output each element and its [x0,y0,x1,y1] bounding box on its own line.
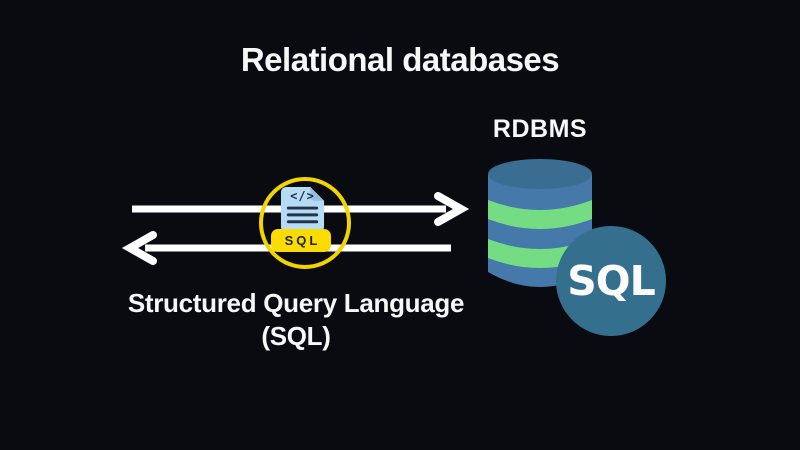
caption-line1: Structured Query Language [127,288,465,318]
rdbms-label: RDBMS [492,115,588,143]
caption: Structured Query Language (SQL) [96,287,496,352]
page-title: Relational databases [240,41,560,78]
highlight-ring-icon [259,177,351,269]
sql-coin-label: SQL [567,257,656,305]
caption-line2: (SQL) [261,320,331,351]
sql-coin-badge: SQL [556,226,666,336]
